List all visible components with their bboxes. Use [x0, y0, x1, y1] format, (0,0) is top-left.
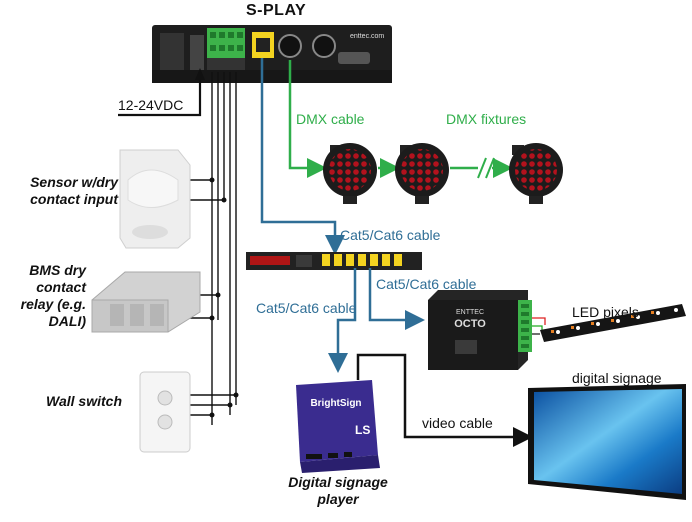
db9-port: [338, 52, 370, 64]
page-title: S-PLAY: [246, 2, 307, 19]
par-fixture-1: [323, 143, 377, 204]
player-model: LS: [355, 423, 370, 437]
power-wire: [118, 68, 205, 117]
signage-player-label: Digital signage player: [288, 474, 388, 507]
motion-sensor: [119, 149, 191, 249]
network-cable-main: [260, 58, 345, 255]
splay-url: enttec.com: [350, 33, 384, 40]
dmx-cable-line: [288, 60, 513, 178]
octo-brand: ENTTEC: [456, 309, 484, 316]
xlr-port-1: [278, 34, 302, 58]
led-dots: [556, 308, 678, 334]
led-pixels-label: LED pixels: [572, 304, 639, 320]
input-wiring: [182, 72, 237, 425]
wall-switch: [139, 371, 191, 453]
power-label: 12-24VDC: [118, 97, 184, 113]
bms-relay: [91, 271, 201, 333]
xlr-port-2: [312, 34, 336, 58]
cat-cable-top-label: Cat5/Cat6 cable: [340, 227, 441, 243]
dmx-break-mark: [477, 157, 495, 179]
par-fixture-3: [509, 143, 563, 204]
brightsign-player: BrightSign LS: [296, 380, 380, 473]
sensor-label: Sensor w/dry contact input: [30, 174, 118, 207]
network-cable-branches: [328, 268, 425, 373]
dmx-fixtures-label: DMX fixtures: [446, 111, 527, 127]
video-cable-line: [356, 353, 533, 447]
cat-cable-right-label: Cat5/Cat6 cable: [376, 276, 477, 292]
dmx-fixtures: [323, 143, 563, 204]
player-brand: BrightSign: [310, 398, 361, 409]
splay-controller: enttec.com: [152, 25, 392, 83]
digital-signage-label: digital signage: [572, 370, 662, 386]
octo-controller: ENTTEC OCTO: [428, 290, 532, 370]
par-fixture-2: [395, 143, 449, 204]
video-cable-label: video cable: [422, 415, 493, 431]
cat-cable-left-label: Cat5/Cat6 cable: [256, 300, 357, 316]
signage-screen: [528, 384, 686, 500]
led-pixel-strip: [540, 304, 686, 342]
network-switch: [246, 252, 422, 270]
wire-junctions: [209, 177, 239, 418]
bms-relay-label: BMS dry contact relay (e.g. DALI): [20, 262, 86, 329]
octo-name: OCTO: [454, 318, 486, 330]
dmx-cable-label: DMX cable: [296, 111, 365, 127]
wall-switch-label: Wall switch: [46, 393, 122, 409]
